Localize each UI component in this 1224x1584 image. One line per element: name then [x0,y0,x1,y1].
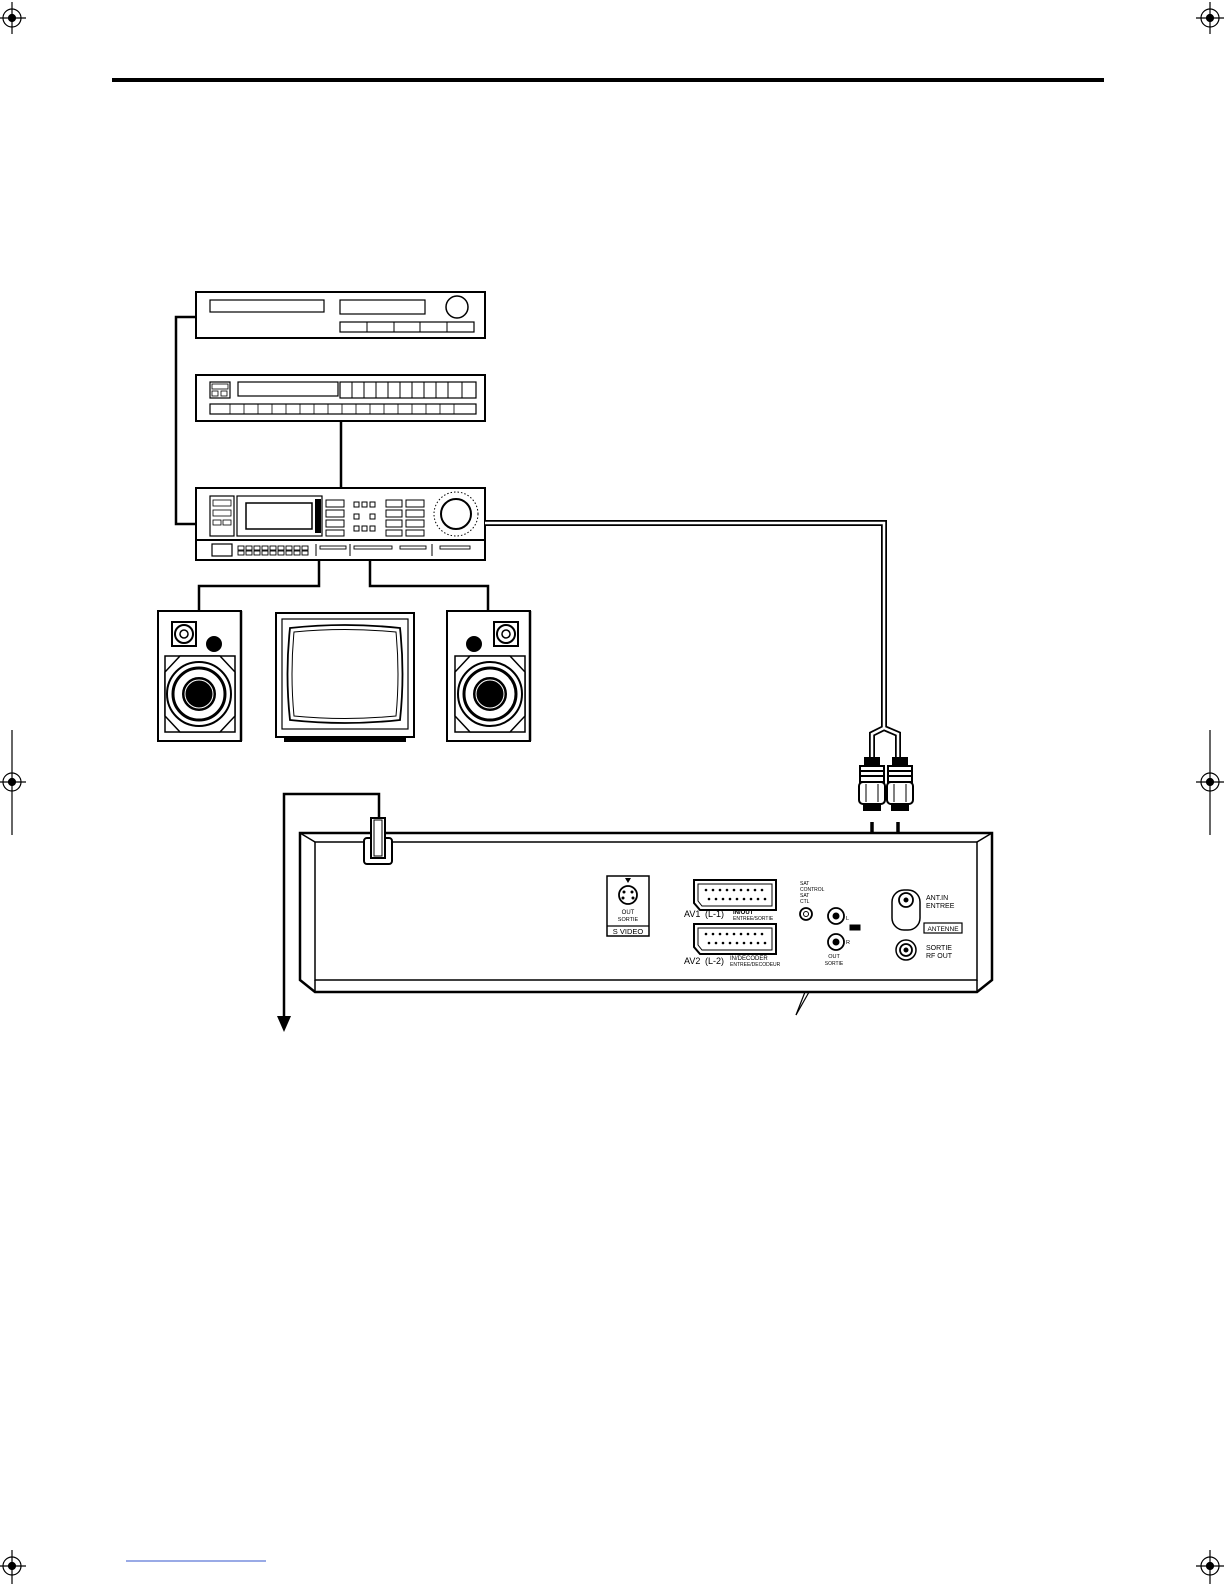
registration-mark-top-left [0,2,26,34]
svideo-label: S VIDEO [613,927,644,936]
volume-knob [441,499,471,529]
scart-av2 [694,924,776,954]
stack-cables [176,317,488,611]
header-rule [112,78,1104,82]
rf-sortie-label: SORTIE [926,945,952,952]
antenna-plug [364,818,392,864]
av1-code: (L-1) [705,909,724,919]
ant-in-label: ANT.IN [926,895,948,902]
audio-left-label: L [846,916,849,922]
antenna-arrow [277,1016,291,1032]
rca-plug-right [887,758,913,810]
rca-plug-left [859,758,885,810]
amplifier-unit [196,488,485,560]
tuner-knob [446,296,468,318]
antenne-label: ANTENNE [927,926,959,933]
audio-out-label: OUT [828,954,840,960]
sat-control-jack [800,908,812,920]
av1-name: AV1 [684,909,700,919]
svideo-sortie-label: SORTIE [618,917,639,923]
av2-dir-fr: ENTREE/DECODEUR [730,962,781,968]
audio-sortie-label: SORTIE [825,961,844,967]
audio-right-label: R [846,940,850,946]
rca-plugs [859,758,913,810]
audio-cable [485,523,898,760]
television [276,613,414,741]
registration-mark-top-right [1196,2,1224,34]
scart-av1 [694,880,776,910]
av2-code: (L-2) [705,956,724,966]
av2-name: AV2 [684,956,700,966]
vcr-rear-panel: OUT SORTIE S VIDEO AV1 (L-1) IN/OUT ENTR… [300,818,992,992]
equalizer-unit [196,375,485,421]
registration-mark-mid-right [1196,730,1224,835]
registration-mark-mid-left [0,730,26,835]
hifi-stack [158,292,530,741]
registration-mark-bottom-left [0,1550,26,1584]
rf-out-label: RF OUT [926,953,953,960]
left-speaker [158,611,241,741]
ant-entree-label: ENTREE [926,903,955,910]
svideo-out-label: OUT [622,910,635,916]
tuner-unit [196,292,485,338]
right-speaker [447,611,530,741]
registration-mark-bottom-right [1196,1550,1224,1584]
av1-dir-fr: ENTREE/SORTIE [733,916,774,922]
sat-label-4: CTL [800,899,810,905]
